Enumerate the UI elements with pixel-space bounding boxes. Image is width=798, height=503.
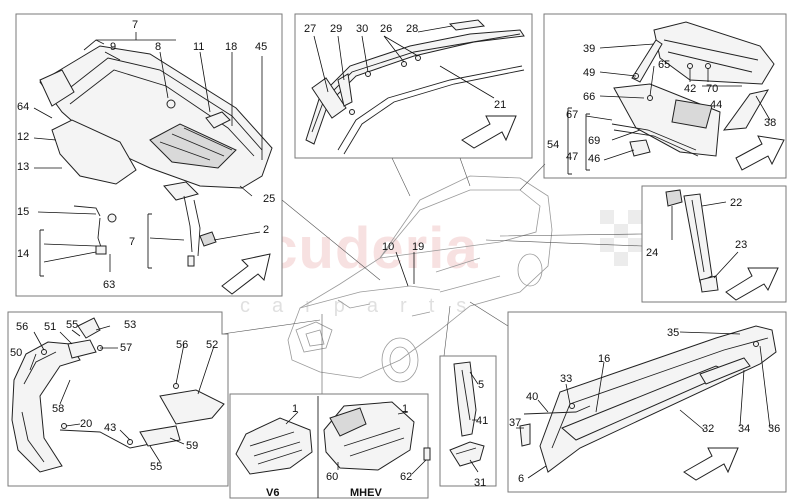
part-label-56: 56 (16, 321, 28, 333)
door-trim-shape (453, 361, 477, 437)
part-label-19: 19 (412, 241, 424, 253)
part-label-55: 55 (66, 319, 78, 331)
part-label-32: 32 (702, 423, 714, 435)
part-label-16: 16 (598, 353, 610, 365)
part-label-12: 12 (17, 131, 29, 143)
car-body-outline (287, 175, 553, 379)
part-label-52: 52 (206, 339, 218, 351)
part-label-34: 34 (738, 423, 750, 435)
part-label-25: 25 (263, 193, 275, 205)
spoiler-shape (653, 21, 775, 85)
part-label-21: 21 (494, 99, 506, 111)
part-label-63: 63 (103, 279, 115, 291)
part-label-11: 11 (193, 41, 204, 53)
part-label-9: 9 (110, 41, 116, 53)
direction-arrow (735, 135, 785, 171)
part-label-29: 29 (330, 23, 342, 35)
part-label-35: 35 (667, 327, 679, 339)
part-label-45: 45 (255, 41, 267, 53)
part-label-24: 24 (646, 247, 658, 259)
part-label-40: 40 (526, 391, 538, 403)
part-label-10: 10 (382, 241, 394, 253)
part-label-67: 67 (566, 109, 578, 121)
part-label-54: 54 (547, 139, 559, 151)
part-label-1b: 1 (402, 403, 408, 415)
part-label-26: 26 (380, 23, 392, 35)
part-label-20: 20 (80, 418, 92, 430)
part-label-62: 62 (400, 471, 412, 483)
part-label-38: 38 (764, 117, 776, 129)
part-label-55b: 55 (150, 461, 162, 473)
part-label-18: 18 (225, 41, 237, 53)
part-label-53: 53 (124, 319, 136, 331)
part-label-14: 14 (17, 248, 29, 260)
part-label-51: 51 (44, 321, 56, 333)
part-label-7: 7 (132, 19, 138, 31)
part-label-13: 13 (17, 161, 29, 173)
part-label-47: 47 (566, 151, 578, 163)
panel-side-skirt: 35 16 33 40 37 32 34 36 6 (507, 311, 787, 493)
part-label-64: 64 (17, 101, 29, 113)
direction-arrow (221, 253, 271, 295)
part-label-66: 66 (583, 91, 595, 103)
panel-pillar-trim: 22 24 23 (641, 185, 787, 303)
engine-group-mhev: MHEV (350, 487, 382, 499)
part-label-27: 27 (304, 23, 316, 35)
part-label-58: 58 (52, 403, 64, 415)
part-label-39: 39 (583, 43, 595, 55)
direction-arrow (683, 447, 739, 481)
part-label-60: 60 (326, 471, 338, 483)
engine-group-v6: V6 (266, 487, 279, 499)
part-label-7b: 7 (129, 236, 135, 248)
part-label-57: 57 (120, 342, 132, 354)
panel-small-trims: 5 41 31 (439, 355, 497, 489)
part-label-65: 65 (658, 59, 670, 71)
part-label-28: 28 (406, 23, 418, 35)
part-label-59: 59 (186, 440, 198, 452)
part-label-1a: 1 (292, 403, 298, 415)
part-label-56b: 56 (176, 339, 188, 351)
part-label-33: 33 (560, 373, 572, 385)
direction-arrow (461, 115, 517, 149)
panel-engine-covers: 1 60 1 62 V6 MHEV (229, 393, 431, 499)
part-label-31: 31 (474, 477, 486, 489)
part-label-6: 6 (518, 473, 524, 485)
part-label-49: 49 (583, 67, 595, 79)
part-label-70: 70 (706, 83, 718, 95)
panel-rear-spoiler: 39 49 65 66 42 70 44 38 67 54 69 47 46 (543, 13, 787, 179)
part-label-22: 22 (730, 197, 742, 209)
part-label-50: 50 (10, 347, 22, 359)
part-label-43: 43 (104, 422, 116, 434)
part-label-30: 30 (356, 23, 368, 35)
direction-arrow (725, 267, 779, 301)
watermark-sub: carparts (240, 295, 488, 317)
part-label-69: 69 (588, 135, 600, 147)
part-label-5: 5 (478, 379, 484, 391)
panel-wheel-arch: 56 51 55 53 50 57 58 20 43 59 55 56 52 (7, 311, 229, 487)
panel-cowl: 7 9 8 11 18 45 64 12 13 25 15 14 63 7 2 (15, 13, 283, 297)
part-label-41: 41 (476, 415, 488, 427)
vehicle-overview: 10 19 (221, 157, 643, 398)
part-label-46: 46 (588, 153, 600, 165)
part-label-23: 23 (735, 239, 747, 251)
part-label-36: 36 (768, 423, 780, 435)
part-label-37: 37 (509, 417, 521, 429)
part-label-42: 42 (684, 83, 696, 95)
part-label-8: 8 (155, 41, 161, 53)
part-label-2: 2 (263, 224, 269, 236)
part-label-44: 44 (710, 99, 722, 111)
watermark: scuderia carparts (232, 210, 698, 317)
part-label-15: 15 (17, 206, 29, 218)
panel-roof-rails: 27 29 30 26 28 21 (294, 13, 533, 159)
